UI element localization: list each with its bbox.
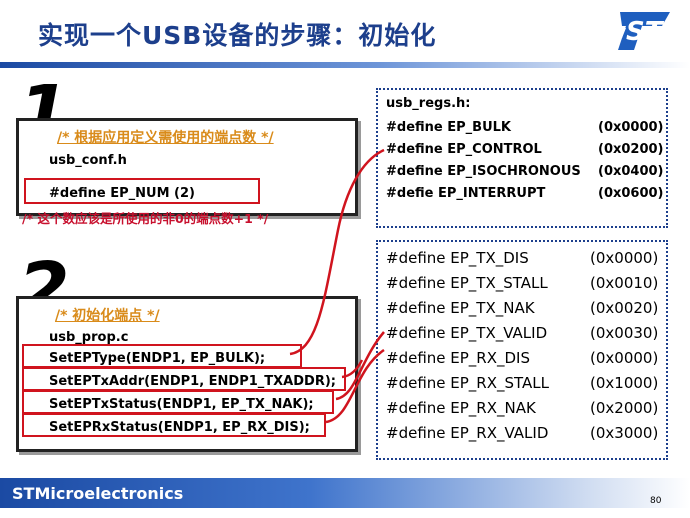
footer-band: STMicroelectronics xyxy=(0,478,690,508)
ep-status-value: (0x1000) xyxy=(590,374,659,392)
ep-status-value: (0x0000) xyxy=(590,249,659,267)
ep-status-name: #define EP_TX_STALL xyxy=(386,274,548,292)
ep-status-row: #define EP_TX_NAK (0x0020) xyxy=(386,299,658,317)
ep-status-box: #define EP_TX_DIS (0x0000) #define EP_TX… xyxy=(376,240,668,460)
step1-note: /* 这个数应该是所使用的非0的端点数+1 */ xyxy=(22,211,269,226)
set-ep-rx-status-highlight xyxy=(22,413,326,437)
ep-status-name: #define EP_TX_VALID xyxy=(386,324,548,342)
svg-text:ST: ST xyxy=(626,17,665,47)
reg-value: (0x0400) xyxy=(598,164,664,179)
reg-name: #define EP_BULK xyxy=(386,120,511,135)
reg-value: (0x0000) xyxy=(598,120,664,135)
reg-row: #defie EP_INTERRUPT (0x0600) xyxy=(386,186,664,201)
ep-status-name: #define EP_TX_DIS xyxy=(386,249,529,267)
set-ep-tx-addr-highlight xyxy=(22,367,346,391)
step2-comment: /* 初始化端点 */ xyxy=(55,308,160,324)
ep-status-name: #define EP_RX_VALID xyxy=(386,424,549,442)
reg-value: (0x0600) xyxy=(598,186,664,201)
usb-regs-header: usb_regs.h: xyxy=(386,96,471,111)
call-set-ep-tx-addr: SetEPTxAddr(ENDP1, ENDP1_TXADDR); xyxy=(49,374,336,389)
ep-status-row: #define EP_TX_DIS (0x0000) xyxy=(386,249,658,267)
set-ep-tx-status-highlight xyxy=(22,390,334,414)
reg-name: #define EP_CONTROL xyxy=(386,142,542,157)
reg-name: #define EP_ISOCHRONOUS xyxy=(386,164,581,179)
call-set-ep-rx-status: SetEPRxStatus(ENDP1, EP_RX_DIS); xyxy=(49,420,310,435)
reg-name: #defie EP_INTERRUPT xyxy=(386,186,546,201)
ep-status-value: (0x0030) xyxy=(590,324,659,342)
step1-file-name: usb_conf.h xyxy=(49,153,127,168)
reg-row: #define EP_CONTROL (0x0200) xyxy=(386,142,664,157)
reg-row: #define EP_ISOCHRONOUS (0x0400) xyxy=(386,164,664,179)
call-set-ep-type: SetEPType(ENDP1, EP_BULK); xyxy=(49,351,266,366)
step1-comment: /* 根据应用定义需使用的端点数 */ xyxy=(57,130,274,146)
ep-status-row: #define EP_RX_VALID (0x3000) xyxy=(386,424,658,442)
ep-status-name: #define EP_RX_STALL xyxy=(386,374,549,392)
ep-status-value: (0x0010) xyxy=(590,274,659,292)
ep-status-name: #define EP_RX_NAK xyxy=(386,399,536,417)
reg-value: (0x0200) xyxy=(598,142,664,157)
ep-status-name: #define EP_RX_DIS xyxy=(386,349,530,367)
ep-num-highlight xyxy=(24,178,260,204)
ep-status-value: (0x2000) xyxy=(590,399,659,417)
st-logo-icon: ST xyxy=(614,12,670,50)
ep-status-row: #define EP_TX_VALID (0x0030) xyxy=(386,324,658,342)
ep-status-value: (0x3000) xyxy=(590,424,659,442)
slide-title: 实现一个USB设备的步骤：初始化 xyxy=(38,21,437,50)
title-underline xyxy=(0,62,690,68)
step2-file-name: usb_prop.c xyxy=(49,330,129,345)
ep-status-row: #define EP_RX_NAK (0x2000) xyxy=(386,399,658,417)
ep-status-row: #define EP_RX_DIS (0x0000) xyxy=(386,349,658,367)
usb-regs-box: usb_regs.h: #define EP_BULK (0x0000) #de… xyxy=(376,88,668,228)
ep-status-value: (0x0020) xyxy=(590,299,659,317)
ep-status-row: #define EP_TX_STALL (0x0010) xyxy=(386,274,658,292)
ep-num-define: #define EP_NUM (2) xyxy=(49,186,195,201)
reg-row: #define EP_BULK (0x0000) xyxy=(386,120,664,135)
ep-status-row: #define EP_RX_STALL (0x1000) xyxy=(386,374,658,392)
ep-status-value: (0x0000) xyxy=(590,349,659,367)
call-set-ep-tx-status: SetEPTxStatus(ENDP1, EP_TX_NAK); xyxy=(49,397,314,412)
ep-status-name: #define EP_TX_NAK xyxy=(386,299,535,317)
footer-brand: STMicroelectronics xyxy=(12,484,184,503)
set-ep-type-highlight xyxy=(22,344,302,368)
page-number: 80 xyxy=(650,496,662,506)
